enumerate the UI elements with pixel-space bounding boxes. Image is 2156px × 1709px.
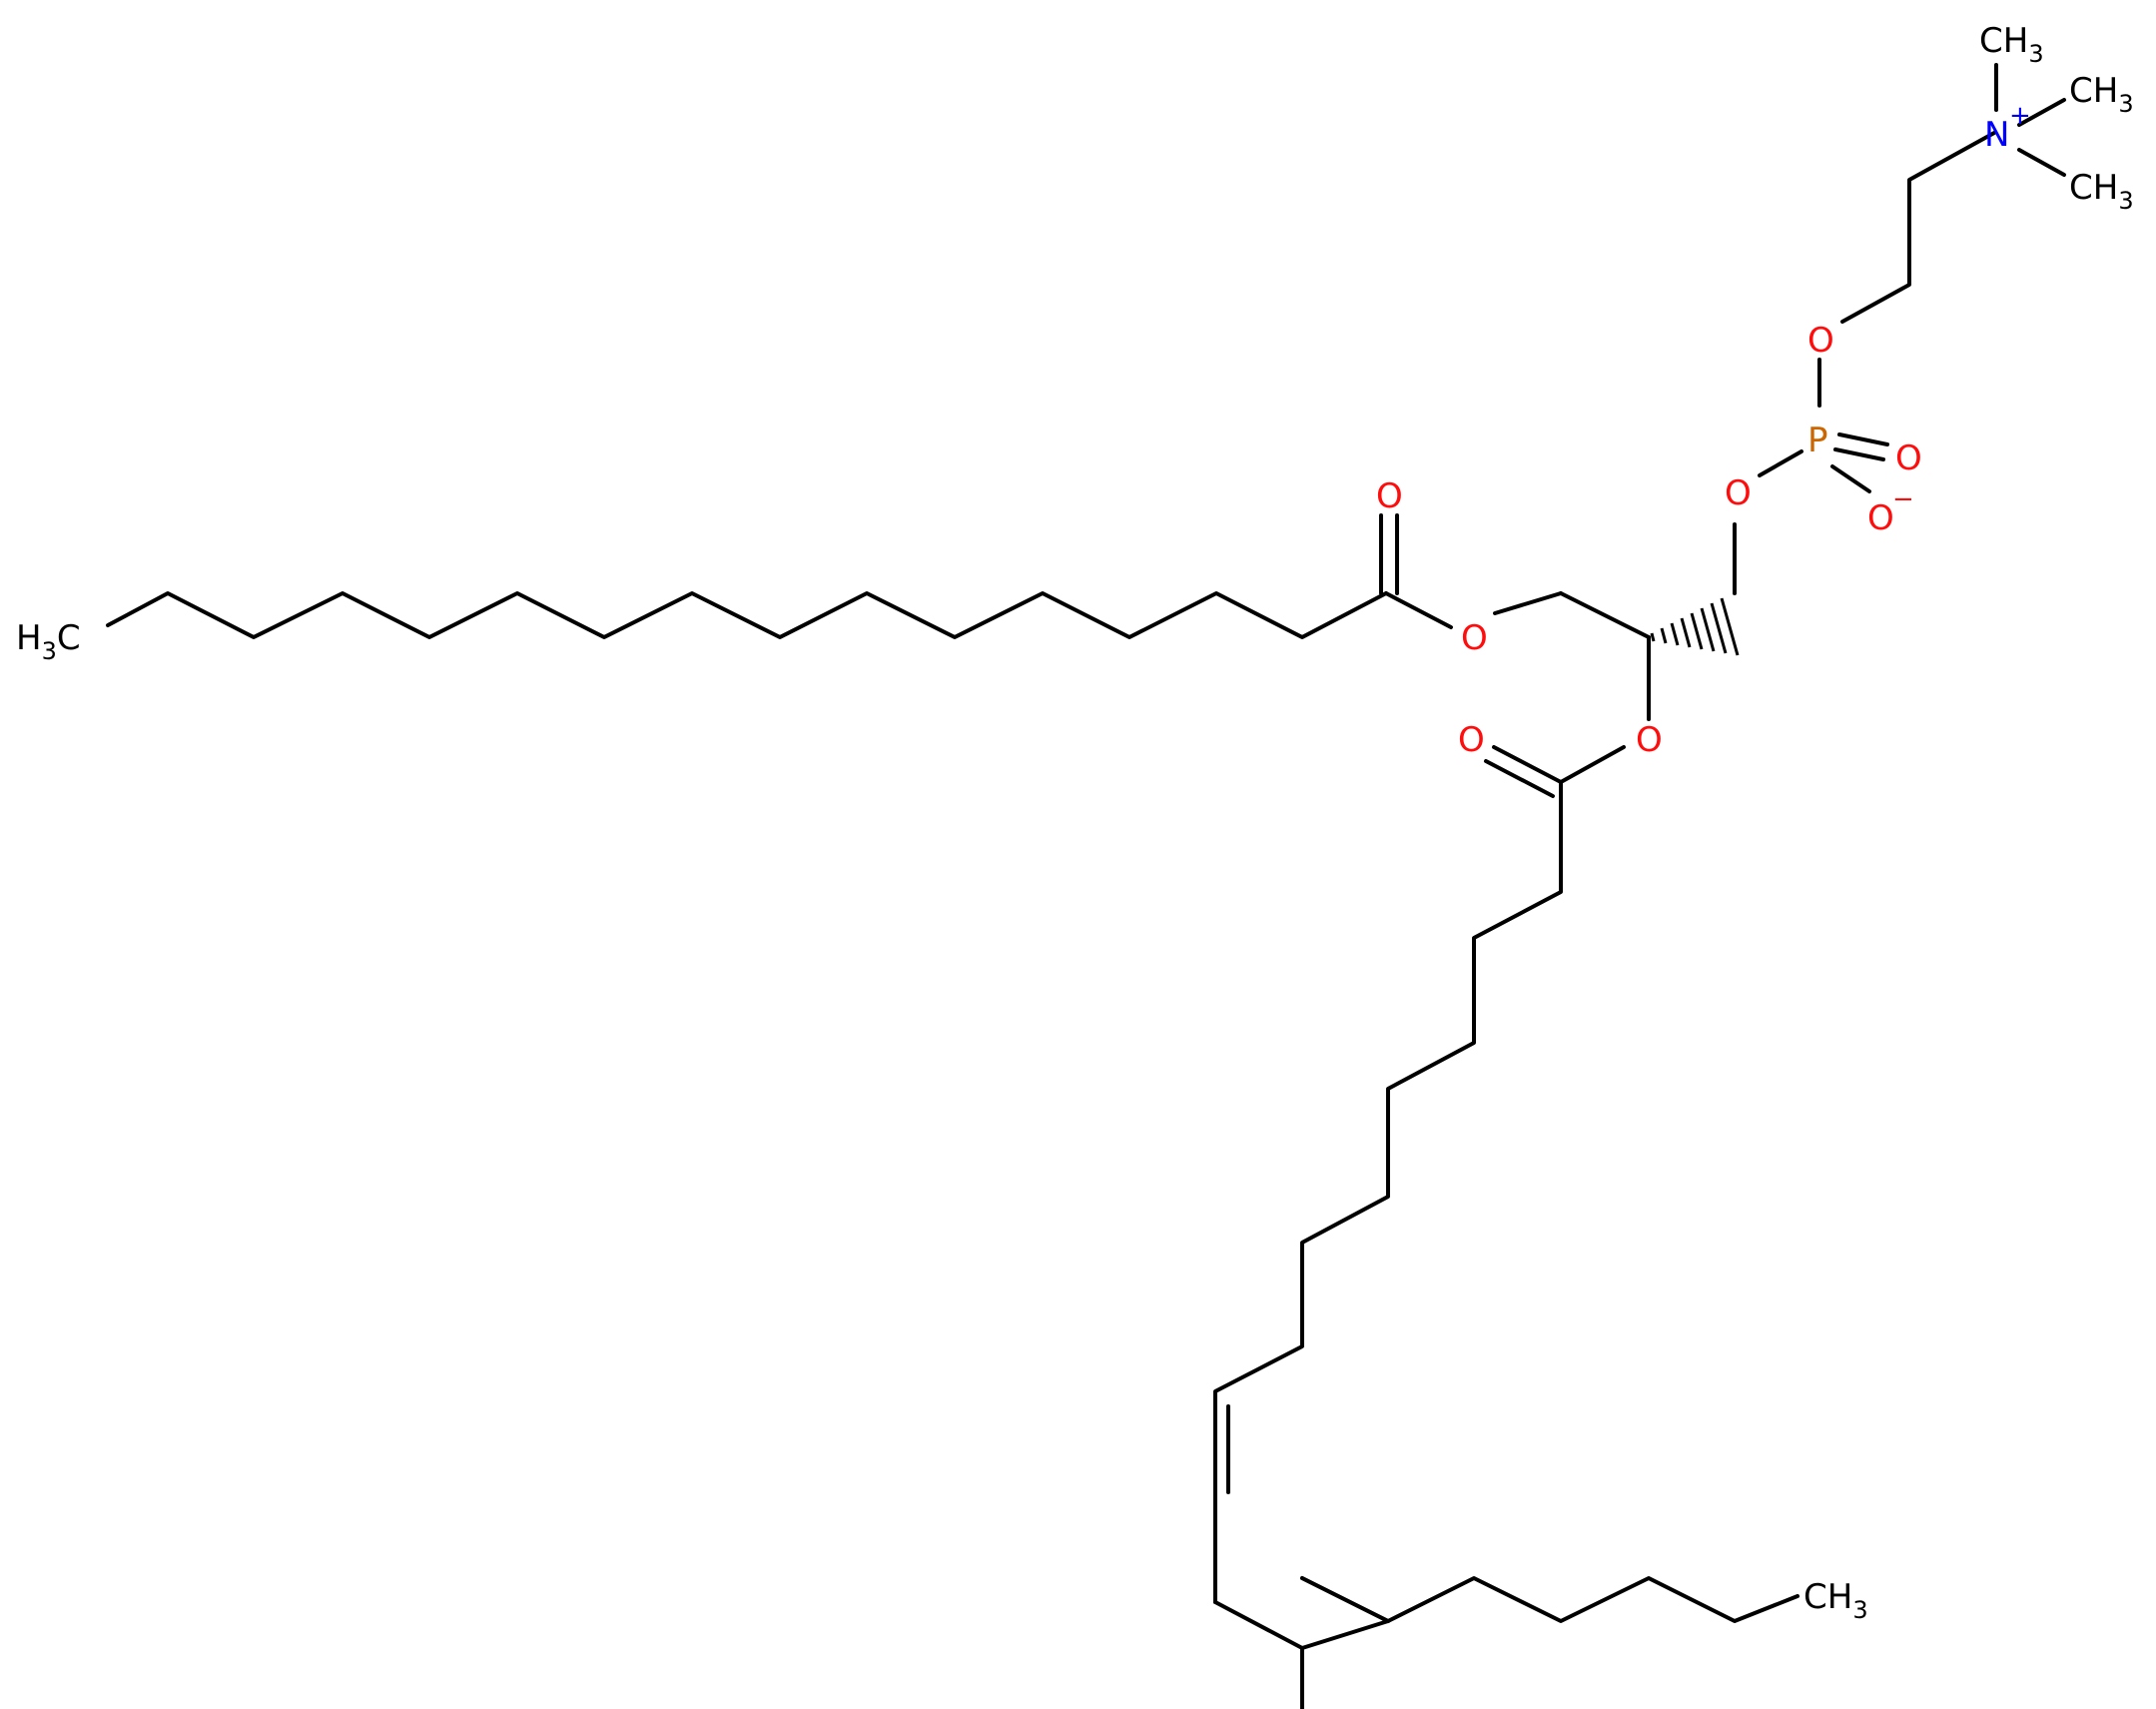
o-p-minus: O xyxy=(1867,498,1894,538)
methyl-top-label: CH3 xyxy=(1979,21,2044,68)
h3c-left-label: H3C xyxy=(16,618,81,665)
o-ester2-carbonyl: O xyxy=(1458,720,1485,760)
n-charge: + xyxy=(2009,101,2031,131)
o-ester1-link: O xyxy=(1461,618,1488,658)
o-ester2-link: O xyxy=(1636,720,1663,760)
sn2-o-bond xyxy=(1559,745,1626,784)
o-p-double: O xyxy=(1895,438,1922,478)
p-to-o-minus xyxy=(1830,464,1871,493)
cis-double-bond-2a xyxy=(1300,1619,1390,1650)
sn2-carbonyl-a xyxy=(1492,745,1563,784)
bond-lines xyxy=(106,63,2066,1709)
choline-chain xyxy=(1840,131,1996,324)
o-to-p-bond xyxy=(1758,449,1803,477)
o-glycerol-phosphate: O xyxy=(1725,473,1752,513)
p-double-o-a xyxy=(1837,432,1889,446)
o-ester1-carbonyl: O xyxy=(1376,476,1403,516)
methyl-lower-label: CH3 xyxy=(2069,168,2134,215)
p-double-o-b xyxy=(1833,447,1885,461)
ch3-chain-end-label: CH3 xyxy=(1803,1577,1868,1624)
glycerol-bond-1 xyxy=(1559,591,1651,639)
linoleoyl-tail xyxy=(1300,1576,1799,1623)
ester-bond-2 xyxy=(1493,591,1563,615)
methyl-right-label: CH3 xyxy=(2069,71,2134,118)
hashed-wedge xyxy=(1650,597,1740,656)
o-p-minus-charge: − xyxy=(1892,484,1914,514)
palmitoyl-chain xyxy=(106,591,1388,639)
ester-bond-1 xyxy=(1384,591,1453,629)
linoleoyl-chain-upper xyxy=(1213,780,1563,1502)
o-choline: O xyxy=(1807,321,1834,361)
sn2-carbonyl-b xyxy=(1484,759,1555,798)
n-to-methyl-right xyxy=(2017,98,2066,127)
n-atom: N xyxy=(1984,115,2009,155)
linoleoyl-chain-lower xyxy=(1213,1600,1304,1709)
n-to-methyl-lower xyxy=(2017,148,2066,177)
p-atom: P xyxy=(1807,421,1828,460)
